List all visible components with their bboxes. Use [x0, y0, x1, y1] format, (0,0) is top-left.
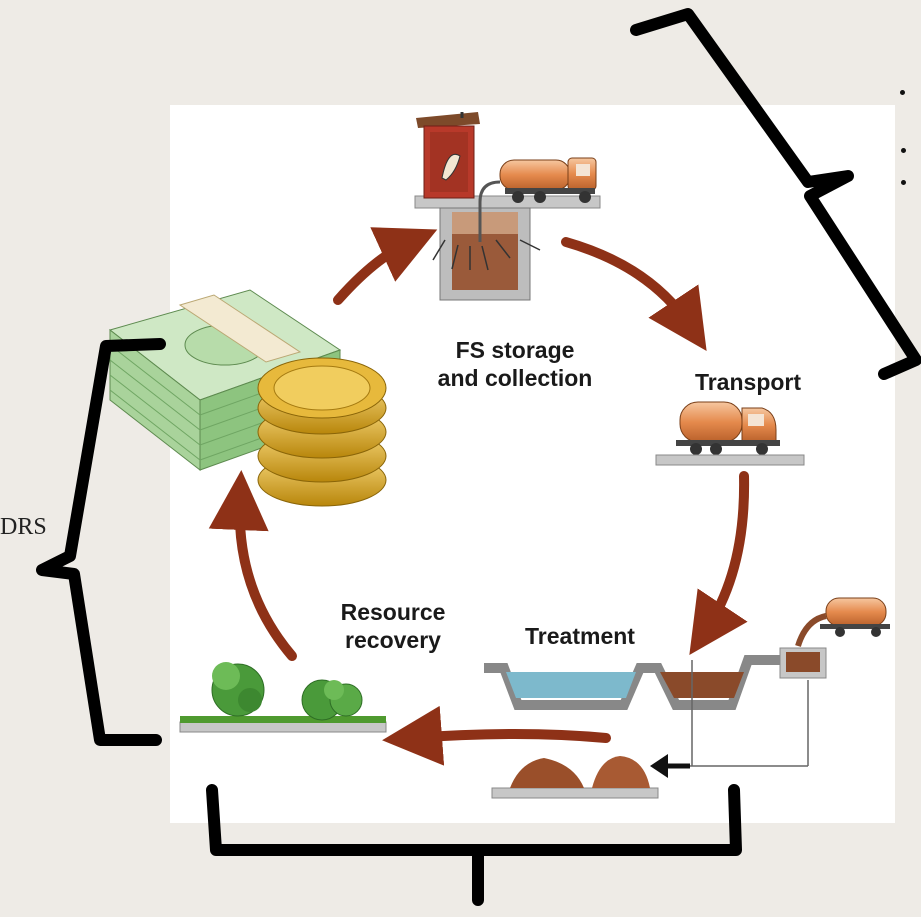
- bullet-dot: [900, 90, 905, 95]
- bracket-bottom: [206, 784, 742, 906]
- sludge-piles-icon: [491, 756, 659, 799]
- bracket-top-right: [630, 8, 921, 380]
- vacuum-truck-icon: [478, 157, 597, 242]
- bullet-dot: [901, 180, 906, 185]
- label-treatment: Treatment: [525, 623, 635, 649]
- label-resource-line2: recovery: [345, 627, 441, 653]
- transport-truck-icon: [655, 401, 805, 466]
- annotation-brackets: [36, 8, 921, 906]
- arrow-money-to-storage: [333, 227, 438, 305]
- arrow-recovery-to-money: [208, 470, 297, 661]
- side-text: DRS: [0, 514, 47, 540]
- label-resource-line1: Resource: [340, 599, 446, 625]
- plants-icon: [179, 662, 387, 733]
- label-fs-storage-line1: FS storage: [455, 337, 575, 363]
- bracket-left: [36, 338, 166, 746]
- gold-coins-icon: [257, 357, 387, 507]
- label-fs-storage: FS storage and collection: [400, 336, 630, 392]
- outhouse-icon: [414, 112, 601, 301]
- label-transport: Transport: [694, 369, 802, 395]
- label-fs-storage-line2: and collection: [437, 365, 593, 391]
- bullet-dot: [901, 148, 906, 153]
- arrow-treatment-to-recovery: [382, 705, 611, 766]
- treatment-ponds-icon: [484, 647, 827, 778]
- arrow-storage-to-transport: [561, 237, 707, 351]
- cycle-arrows: [208, 227, 750, 766]
- arrow-transport-to-treatment: [689, 471, 750, 655]
- treatment-truck-icon: [795, 597, 890, 647]
- label-resource-recovery: Resource recovery: [318, 598, 468, 654]
